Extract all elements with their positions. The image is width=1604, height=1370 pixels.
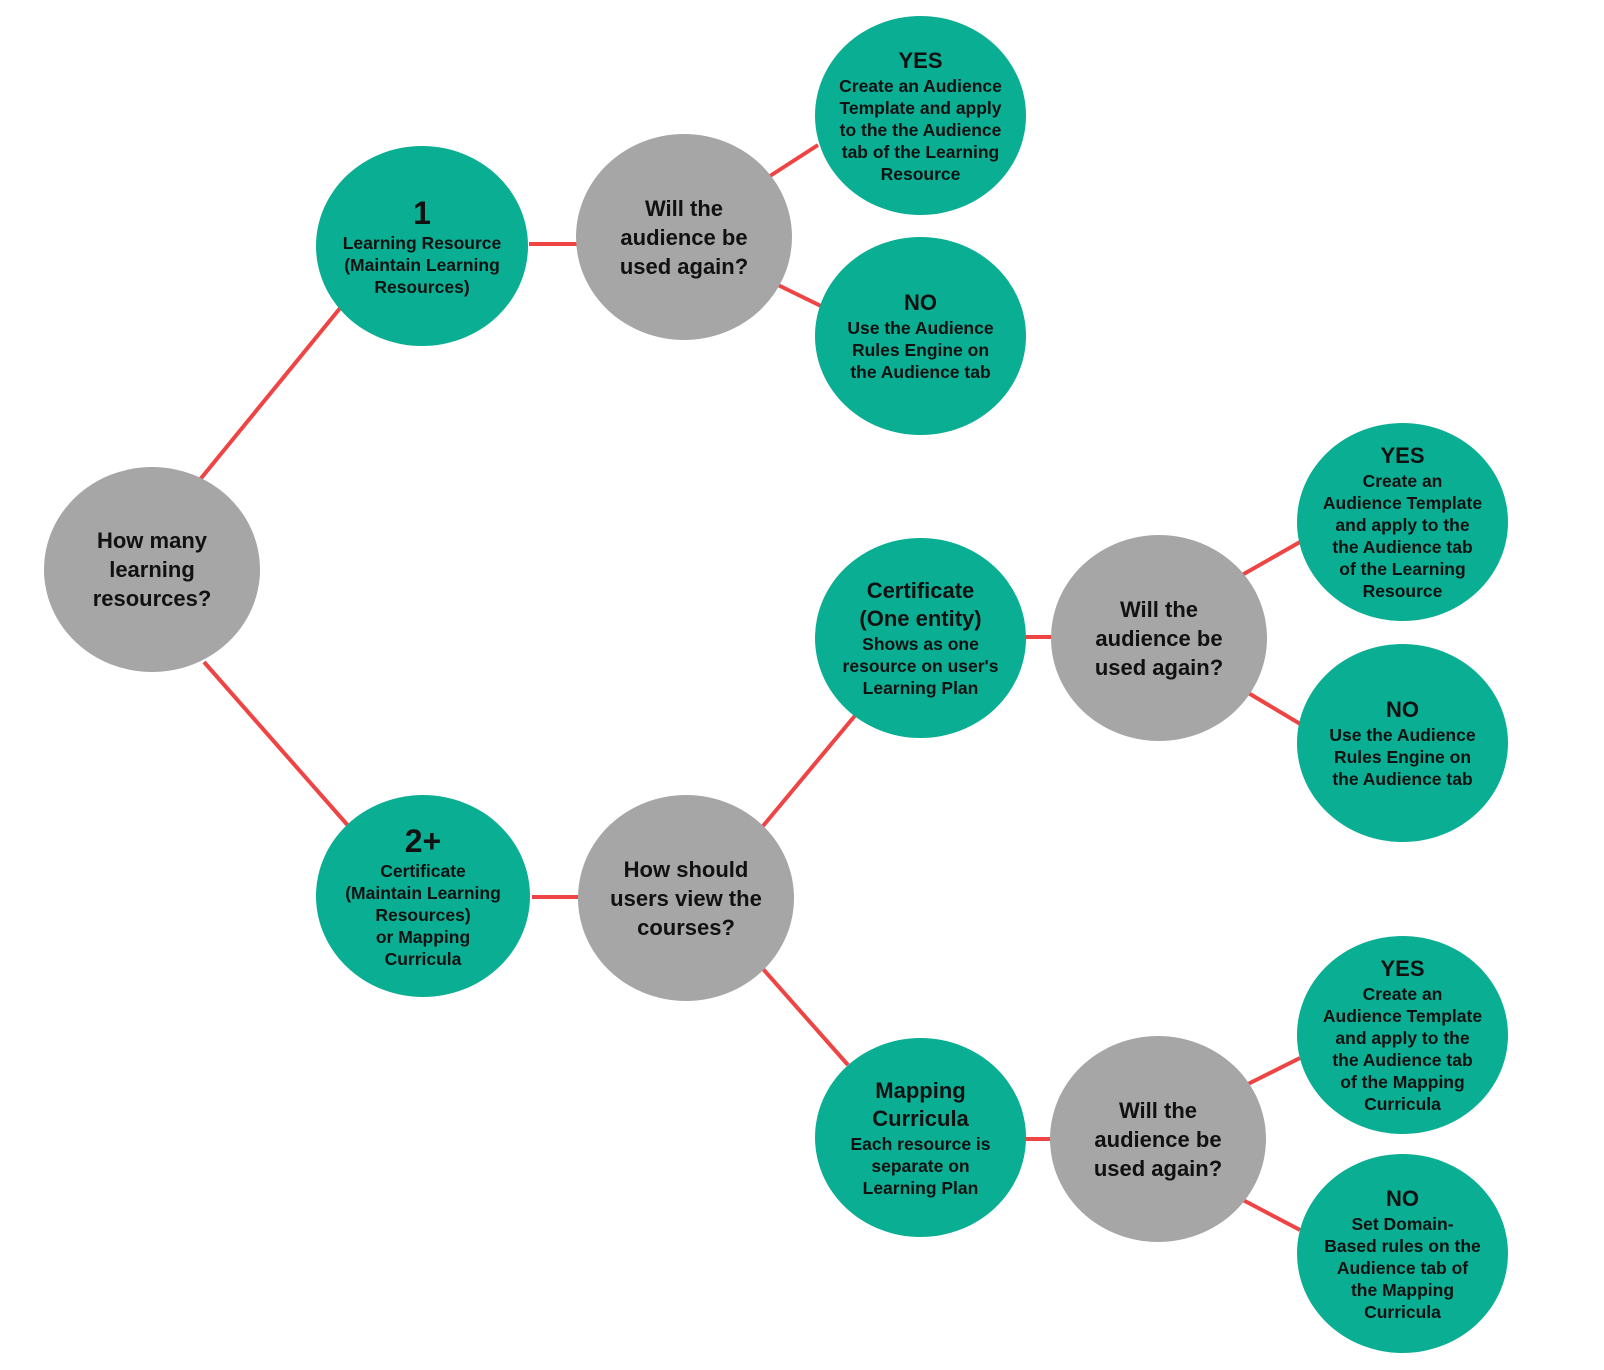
question-text: Will the audience be used again? — [1094, 596, 1224, 680]
question-audience-reuse-1: Will the audience be used again? — [576, 134, 792, 340]
answer-no-1: NO Use the Audience Rules Engine on the … — [815, 237, 1026, 435]
answer-description: Set Domain- Based rules on the Audience … — [1324, 1213, 1481, 1322]
answer-yes-1: YES Create an Audience Template and appl… — [815, 16, 1026, 215]
answer-heading: 2+ — [404, 823, 442, 859]
answer-heading: NO — [1386, 1185, 1419, 1211]
question-text: Will the audience be used again? — [619, 195, 749, 279]
answer-description: Create an Audience Template and apply to… — [1322, 984, 1483, 1114]
answer-description: Shows as one resource on user's Learning… — [842, 634, 999, 698]
answer-description: Certificate (Maintain Learning Resources… — [345, 861, 501, 969]
answer-description: Create an Audience Template and apply to… — [1322, 471, 1483, 601]
connector-question2-to-yes — [1241, 540, 1301, 577]
connector-root-to-1 — [196, 305, 343, 484]
connector-question3-to-yes — [1245, 1056, 1301, 1087]
answer-heading: NO — [1386, 697, 1419, 722]
connector-question1-to-yes — [768, 143, 820, 178]
answer-no-2: NO Use the Audience Rules Engine on the … — [1297, 644, 1508, 842]
answer-description: Create an Audience Template and apply to… — [839, 75, 1002, 184]
question-text: Will the audience be used again? — [1093, 1097, 1223, 1181]
answer-description: Learning Resource (Maintain Learning Res… — [342, 233, 502, 297]
answer-mapping-curricula: Mapping Curricula Each resource is separ… — [815, 1038, 1026, 1237]
question-audience-reuse-3: Will the audience be used again? — [1050, 1036, 1266, 1242]
answer-heading: YES — [1380, 443, 1425, 468]
answer-heading: Certificate (One entity) — [859, 578, 982, 631]
connector-view-to-certificate — [761, 710, 860, 828]
answer-certificate: Certificate (One entity) Shows as one re… — [815, 538, 1026, 738]
answer-heading: YES — [1380, 956, 1425, 981]
connector-view-to-mapping — [761, 967, 850, 1067]
answer-yes-2: YES Create an Audience Template and appl… — [1297, 423, 1508, 621]
answer-yes-3: YES Create an Audience Template and appl… — [1297, 936, 1508, 1134]
question-audience-reuse-2: Will the audience be used again? — [1051, 535, 1267, 741]
question-how-view-courses: How should users view the courses? — [578, 795, 794, 1001]
answer-heading: NO — [904, 290, 937, 315]
answer-one-resource: 1 Learning Resource (Maintain Learning R… — [316, 146, 528, 346]
answer-heading: 1 — [413, 195, 431, 231]
question-text: How many learning resources? — [92, 528, 212, 611]
answer-heading: YES — [898, 47, 943, 73]
question-how-many-resources: How many learning resources? — [44, 467, 260, 672]
connector-root-to-2plus — [202, 660, 353, 831]
connector-question2-to-no — [1243, 689, 1304, 727]
question-text: How should users view the courses? — [610, 856, 762, 940]
answer-no-3: NO Set Domain- Based rules on the Audien… — [1297, 1154, 1508, 1353]
answer-heading: Mapping Curricula — [872, 1077, 969, 1131]
connector-question1-to-no — [777, 283, 826, 310]
answer-description: Use the Audience Rules Engine on the Aud… — [1329, 725, 1476, 789]
answer-two-plus-resources: 2+ Certificate (Maintain Learning Resour… — [316, 795, 530, 997]
answer-description: Use the Audience Rules Engine on the Aud… — [847, 318, 994, 382]
answer-description: Each resource is separate on Learning Pl… — [850, 1133, 991, 1198]
connector-question3-to-no — [1242, 1198, 1301, 1232]
